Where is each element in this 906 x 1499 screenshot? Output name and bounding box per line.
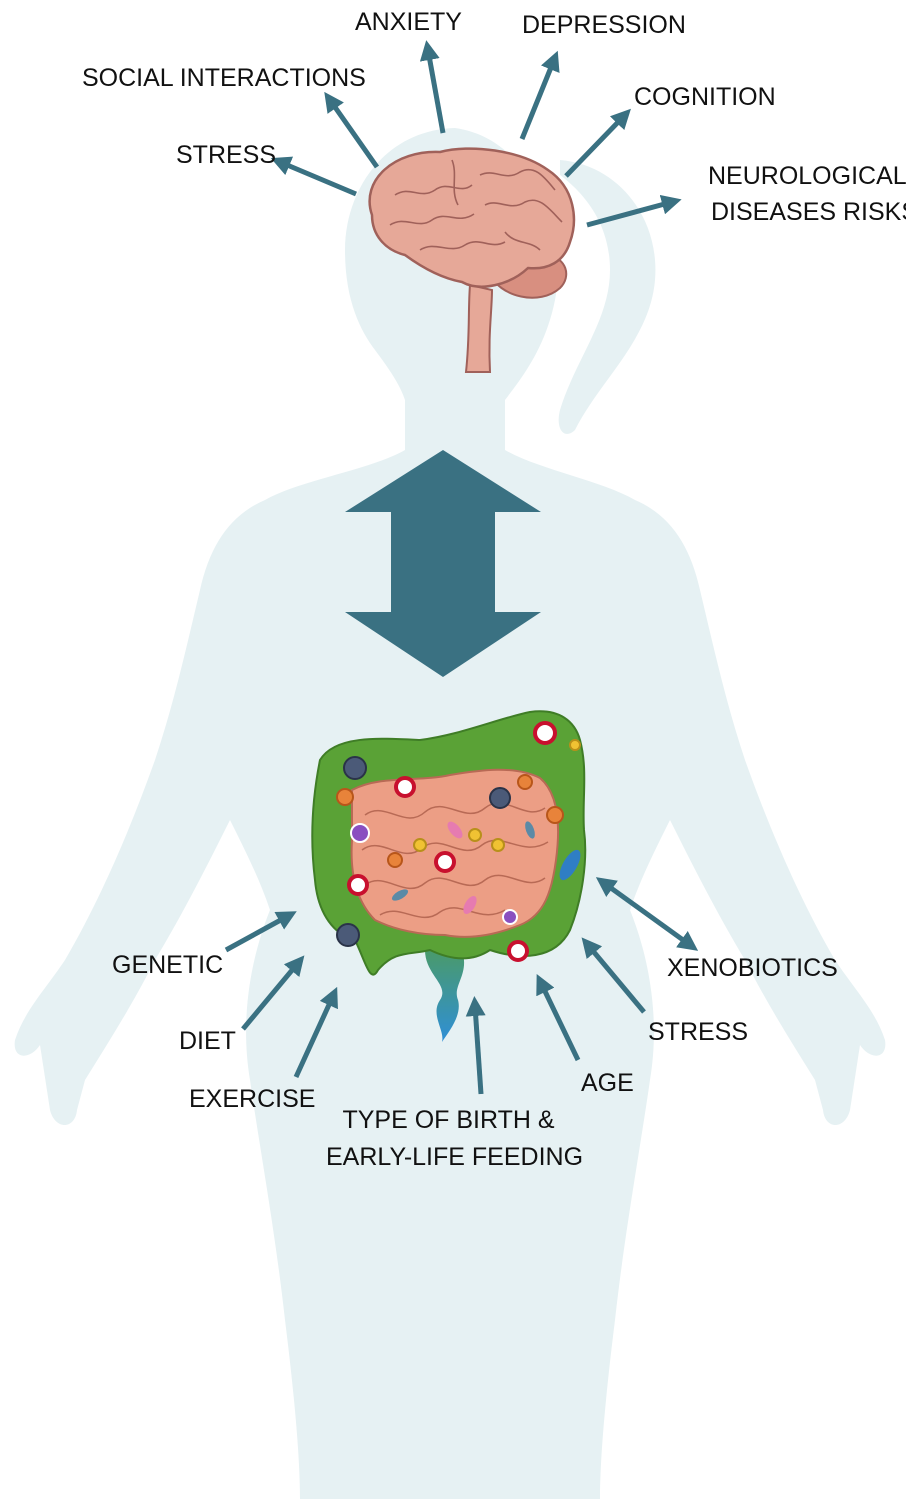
microbe — [349, 876, 367, 894]
microbe — [547, 807, 563, 823]
label-neurological-line2: DISEASES RISKS — [711, 194, 906, 230]
brain-stem — [466, 285, 492, 372]
microbe — [388, 853, 402, 867]
microbe — [492, 839, 504, 851]
microbe — [351, 824, 369, 842]
microbe — [436, 853, 454, 871]
label-genetic: GENETIC — [112, 947, 223, 983]
arrow-to-stress — [280, 162, 356, 194]
label-cognition: COGNITION — [634, 79, 776, 115]
arrow-to-cognition — [566, 116, 624, 176]
microbe — [337, 924, 359, 946]
microbe — [337, 789, 353, 805]
microbe — [503, 910, 517, 924]
silhouette-ponytail — [559, 160, 656, 434]
arrow-to-social-interactions — [330, 100, 377, 167]
label-depression: DEPRESSION — [522, 7, 686, 43]
label-birth-line1: TYPE OF BIRTH & — [326, 1102, 571, 1138]
label-anxiety: ANXIETY — [355, 4, 462, 40]
microbe — [509, 942, 527, 960]
microbe — [518, 775, 532, 789]
microbe — [396, 778, 414, 796]
arrow-to-anxiety — [428, 50, 443, 133]
label-stress-brain: STRESS — [176, 137, 276, 173]
label-birth-line2: EARLY-LIFE FEEDING — [326, 1139, 571, 1175]
microbe — [344, 757, 366, 779]
microbe — [414, 839, 426, 851]
microbe — [570, 740, 580, 750]
label-diet: DIET — [179, 1023, 236, 1059]
label-xenobiotics: XENOBIOTICS — [667, 950, 838, 986]
label-stress-gut: STRESS — [648, 1014, 748, 1050]
label-age: AGE — [581, 1065, 634, 1101]
arrow-to-depression — [522, 60, 554, 139]
microbe — [469, 829, 481, 841]
label-social-interactions: SOCIAL INTERACTIONS — [82, 60, 366, 96]
label-neurological-line1: NEUROLOGICAL — [708, 158, 906, 194]
microbe — [535, 723, 555, 743]
microbe — [490, 788, 510, 808]
small-intestine — [352, 770, 558, 937]
label-exercise: EXERCISE — [189, 1081, 315, 1117]
